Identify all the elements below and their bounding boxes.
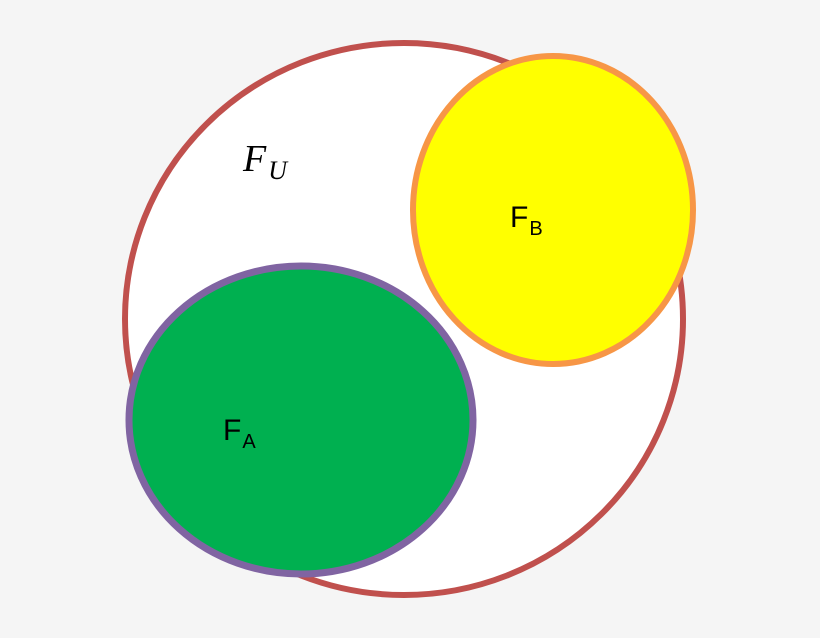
set-b-ellipse (410, 53, 696, 367)
set-a-label: FA (223, 414, 256, 453)
set-b (410, 53, 696, 367)
set-a-ellipse (125, 262, 477, 578)
universal-set-label: FU (242, 138, 289, 185)
set-b-label: FB (510, 201, 543, 240)
set-a (125, 262, 477, 578)
